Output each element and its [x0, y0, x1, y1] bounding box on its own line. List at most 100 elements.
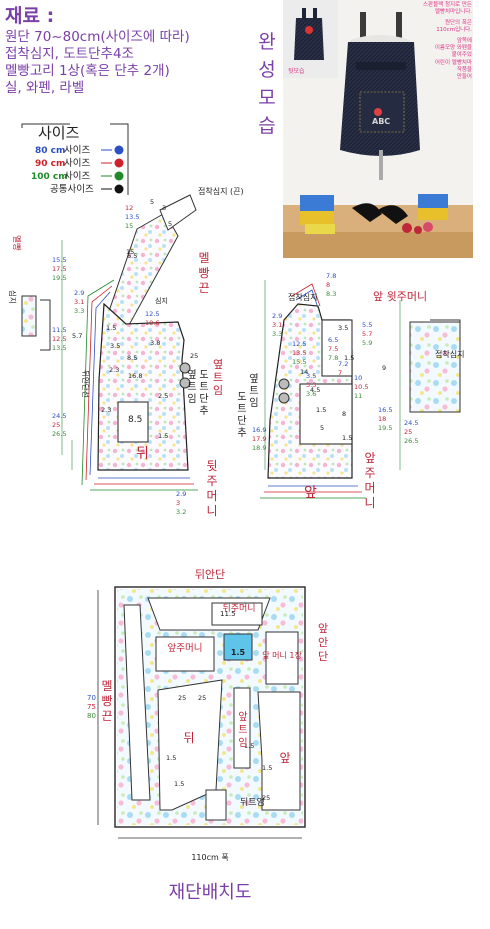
- front-label: 앞: [304, 485, 317, 501]
- svg-text:11: 11: [354, 392, 362, 400]
- svg-text:5: 5: [150, 198, 154, 206]
- back-pocket-placement: [117, 401, 149, 443]
- size-90-label: 90 cm: [35, 159, 65, 169]
- svg-text:사이즈: 사이즈: [64, 145, 90, 156]
- svg-text:2.3: 2.3: [109, 366, 119, 374]
- svg-text:5: 5: [168, 220, 172, 228]
- strap-loop-piece: [21, 295, 37, 337]
- svg-text:25: 25: [52, 421, 60, 429]
- interfacing-front-label: 접착심지: [288, 292, 317, 302]
- layout-front-piece: [257, 691, 301, 811]
- svg-text:18.9: 18.9: [252, 444, 266, 452]
- size-80-label: 80 cm: [35, 146, 65, 156]
- svg-text:80: 80: [87, 712, 96, 720]
- photo-note: 스판블랙 청지로 만든 멜빵치마입니다. 원단의 폭은 110cm입니다. 앞쪽…: [423, 0, 472, 80]
- dot-snap-icon: [278, 392, 290, 404]
- svg-text:16.5: 16.5: [378, 406, 392, 414]
- svg-text:1.5: 1.5: [231, 648, 246, 657]
- svg-text:1.5: 1.5: [174, 780, 184, 788]
- svg-text:8.5: 8.5: [127, 354, 137, 362]
- back-facing-line-label: 뒤안단선: [81, 370, 91, 398]
- interfacing-right-label: 접착심지: [435, 349, 464, 359]
- layout-back-slit-label: 뒤트임: [240, 796, 265, 808]
- svg-text:3.2: 3.2: [176, 508, 186, 516]
- svg-text:6.5: 6.5: [328, 336, 338, 344]
- strap-loop-label: 멜빵: [11, 235, 22, 251]
- svg-text:2.5: 2.5: [158, 392, 168, 400]
- svg-text:사이즈: 사이즈: [64, 171, 90, 182]
- svg-text:5: 5: [320, 424, 324, 432]
- svg-text:3.5: 3.5: [338, 324, 348, 332]
- svg-text:1.5: 1.5: [158, 432, 168, 440]
- size-legend: 사이즈 80 cm 사이즈 90 cm 사이즈 100 cm 사이즈 공통사이즈: [21, 123, 129, 195]
- svg-text:원단의 폭은: 원단의 폭은: [445, 18, 472, 26]
- svg-text:11.5: 11.5: [220, 610, 236, 618]
- front-chest-pocket-placement: [321, 319, 353, 377]
- svg-text:2.3: 2.3: [101, 406, 111, 414]
- svg-text:ABC: ABC: [372, 117, 390, 126]
- svg-text:1.5: 1.5: [316, 406, 326, 414]
- size-legend-row-100: 100 cm 사이즈: [31, 171, 124, 182]
- svg-text:7.8: 7.8: [326, 272, 336, 280]
- svg-text:8.3: 8.3: [326, 290, 336, 298]
- dot-snap-icon: [278, 378, 290, 390]
- svg-text:5.7: 5.7: [72, 332, 82, 340]
- svg-text:3.3: 3.3: [272, 330, 282, 338]
- svg-text:13.5: 13.5: [125, 213, 139, 221]
- svg-text:25: 25: [190, 352, 198, 360]
- size-legend-title: 사이즈: [38, 124, 80, 142]
- svg-text:1.5: 1.5: [262, 764, 272, 772]
- svg-text:1.5: 1.5: [344, 354, 354, 362]
- svg-text:3.5: 3.5: [110, 342, 120, 350]
- svg-text:6.5: 6.5: [127, 252, 137, 260]
- svg-text:7.8: 7.8: [328, 354, 338, 362]
- svg-text:3.1: 3.1: [74, 298, 84, 306]
- svg-text:1.5: 1.5: [244, 742, 254, 750]
- materials-line-1: 원단 70~80cm(사이즈에 따라): [5, 29, 190, 45]
- svg-text:7: 7: [338, 369, 342, 377]
- svg-text:19.5: 19.5: [378, 424, 392, 432]
- layout-back-piece: [157, 679, 223, 811]
- materials-line-3: 멜빵고리 1상(혹은 단추 2개): [5, 63, 170, 79]
- svg-text:어린이 멜빵치마: 어린이 멜빵치마: [435, 58, 472, 66]
- svg-text:3.6: 3.6: [306, 390, 316, 398]
- svg-text:26.5: 26.5: [404, 437, 418, 445]
- size-common-label: 공통사이즈: [50, 184, 94, 195]
- svg-text:12.5: 12.5: [292, 340, 306, 348]
- svg-text:3.3: 3.3: [74, 307, 84, 315]
- layout-back-chest-pocket: [211, 602, 263, 626]
- cutting-layout: 뒤안단 뒤주머니 앞주머니 앞 머니 1장 뒤 앞 뒤트임 11.5 1.5 1…: [87, 568, 328, 903]
- front-facing-piece: [409, 321, 461, 413]
- materials-block: 재료 : 원단 70~80cm(사이즈에 따라) 접착심지, 도트단추4조 멜빵…: [5, 5, 190, 96]
- svg-text:15: 15: [126, 248, 134, 256]
- svg-text:75: 75: [87, 703, 96, 711]
- layout-back-slit: [205, 789, 227, 821]
- interfacing-left-label: 심지: [8, 290, 18, 304]
- svg-text:멜빵치마입니다.: 멜빵치마입니다.: [435, 7, 472, 15]
- svg-text:4.5: 4.5: [310, 386, 320, 394]
- svg-text:3.5: 3.5: [306, 372, 316, 380]
- layout-front-facing: [265, 631, 299, 685]
- layout-front-pocket: [155, 636, 215, 672]
- svg-text:8: 8: [326, 281, 330, 289]
- svg-text:15: 15: [125, 222, 133, 230]
- svg-text:13.5: 13.5: [52, 344, 66, 352]
- size-100-label: 100 cm: [31, 172, 68, 182]
- svg-text:5.7: 5.7: [362, 330, 372, 338]
- strap-piece: [105, 212, 179, 337]
- size-common-dot: [114, 184, 124, 194]
- layout-back-chest-pocket-label: 뒤주머니: [222, 602, 255, 614]
- svg-text:25: 25: [178, 694, 186, 702]
- layout-chest-pocket-piece: [223, 633, 253, 661]
- dot-snap-icon: [179, 377, 191, 389]
- svg-text:17.5: 17.5: [52, 265, 66, 273]
- interfacing-strap-label: 접착심지 (끈): [198, 186, 244, 196]
- svg-text:9: 9: [382, 364, 386, 372]
- materials-line-2: 접착심지, 도트단추4조: [5, 46, 134, 62]
